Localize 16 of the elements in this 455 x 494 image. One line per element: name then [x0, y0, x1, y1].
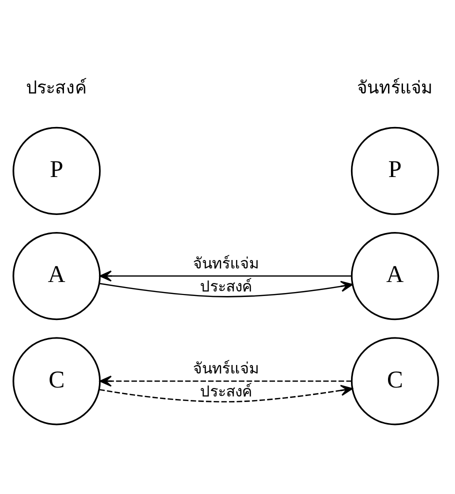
node-circle: C [12, 337, 100, 426]
arrow [98, 280, 352, 298]
arrow [98, 384, 352, 402]
node-circle: A [350, 232, 439, 320]
label: จันทร์แจ่ม [356, 78, 432, 98]
node-circle: A [12, 232, 100, 320]
label: ประสงค์ [26, 78, 87, 98]
arrow [99, 270, 352, 282]
arrow [99, 376, 352, 387]
edge-label: ประสงค์ [199, 278, 252, 296]
node-circle: P [350, 126, 439, 215]
edge-label: จันทร์แจ่ม [192, 360, 258, 378]
edge-label: จันทร์แจ่ม [192, 254, 258, 273]
node-circle: P [12, 126, 100, 215]
edge-label: ประสงค์ [199, 382, 252, 401]
node-circle: C [350, 337, 439, 426]
